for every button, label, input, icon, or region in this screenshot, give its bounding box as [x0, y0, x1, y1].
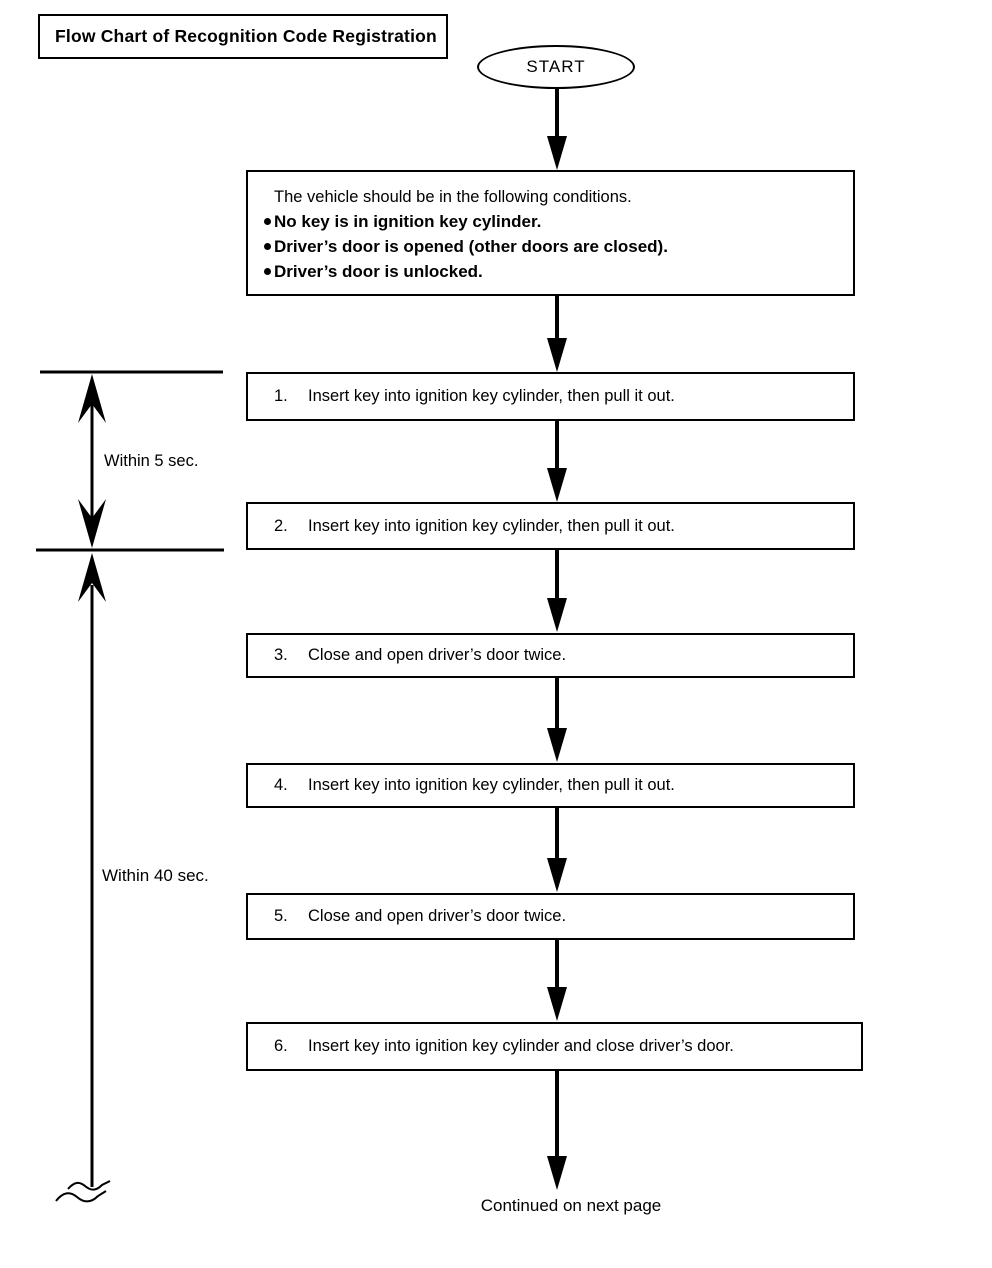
- bullet-dot-icon: [264, 243, 271, 250]
- step-text: Insert key into ignition key cylinder an…: [308, 1037, 734, 1055]
- condition-bullet-item: Driver’s door is unlocked.: [264, 259, 845, 284]
- arrow-start-to-conditions: [547, 88, 567, 170]
- condition-bullet-item: No key is in ignition key cylinder.: [264, 209, 845, 234]
- condition-bullet-item: Driver’s door is opened (other doors are…: [264, 234, 845, 259]
- step-number: 4.: [274, 776, 288, 794]
- break-squiggle-icon: [55, 1180, 111, 1203]
- timer-label-40sec: Within 40 sec.: [102, 866, 209, 885]
- condition-bullet-text: Driver’s door is opened (other doors are…: [274, 237, 668, 256]
- arrow-conditions-to-step1: [547, 296, 567, 372]
- step-box-6: 6. Insert key into ignition key cylinder…: [246, 1022, 863, 1071]
- step-box-5: 5. Close and open driver’s door twice.: [246, 893, 855, 940]
- footer-continued-label: Continued on next page: [480, 1196, 662, 1215]
- step-number: 5.: [274, 907, 288, 925]
- step-number: 2.: [274, 516, 288, 535]
- step-text: Close and open driver’s door twice.: [308, 646, 567, 664]
- timer-arrow-40sec-icon: [78, 553, 106, 1187]
- page-title: Flow Chart of Recognition Code Registrat…: [55, 26, 437, 46]
- conditions-intro: The vehicle should be in the following c…: [274, 188, 632, 206]
- step-text: Close and open driver’s door twice.: [308, 907, 567, 925]
- step-box-1: 1. Insert key into ignition key cylinder…: [246, 372, 855, 421]
- arrow-step2-to-step3: [547, 550, 567, 632]
- step-text: Insert key into ignition key cylinder, t…: [308, 776, 675, 794]
- step-box-2: 2. Insert key into ignition key cylinder…: [246, 502, 855, 550]
- arrow-step6-to-next-page: [547, 1071, 567, 1190]
- step-number: 1.: [274, 387, 288, 405]
- arrow-step5-to-step6: [547, 940, 567, 1021]
- bullet-dot-icon: [264, 268, 271, 275]
- title-box: Flow Chart of Recognition Code Registrat…: [38, 14, 448, 59]
- step-number: 6.: [274, 1037, 288, 1055]
- condition-bullet-text: Driver’s door is unlocked.: [274, 262, 483, 281]
- condition-bullet-text: No key is in ignition key cylinder.: [274, 212, 542, 231]
- step-text: Insert key into ignition key cylinder, t…: [308, 387, 675, 405]
- step-box-3: 3. Close and open driver’s door twice.: [246, 633, 855, 678]
- arrow-step3-to-step4: [547, 678, 567, 762]
- step-text: Insert key into ignition key cylinder, t…: [308, 516, 675, 535]
- start-node: START: [477, 45, 635, 89]
- step-number: 3.: [274, 646, 288, 664]
- arrow-step4-to-step5: [547, 808, 567, 892]
- arrow-step1-to-step2: [547, 421, 567, 502]
- step-box-4: 4. Insert key into ignition key cylinder…: [246, 763, 855, 808]
- timer-label-5sec: Within 5 sec.: [104, 452, 199, 470]
- timer-arrow-5sec-icon: [78, 374, 106, 548]
- conditions-box: The vehicle should be in the following c…: [246, 170, 855, 296]
- bullet-dot-icon: [264, 218, 271, 225]
- start-label: START: [526, 57, 586, 76]
